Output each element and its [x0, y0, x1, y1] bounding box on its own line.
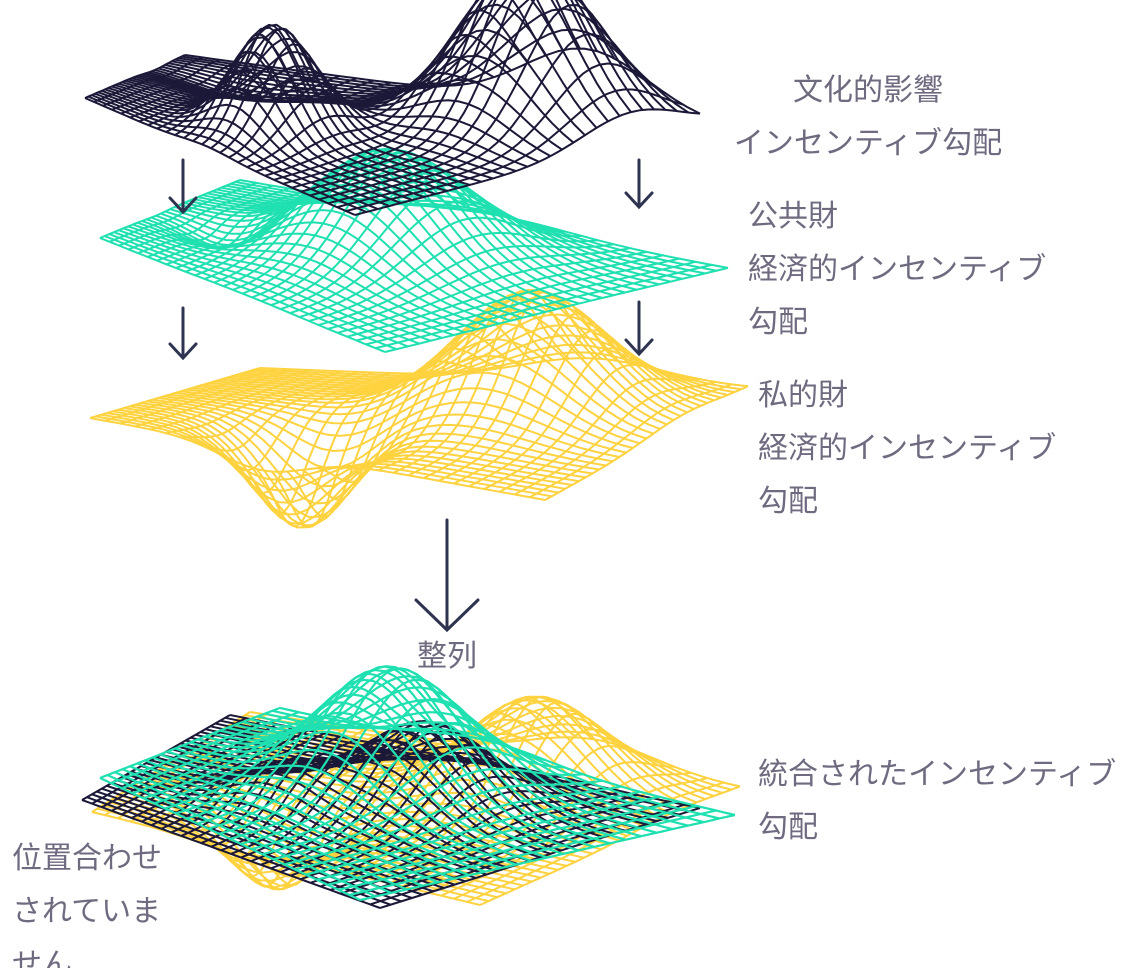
private-goods-gridline: [499, 377, 700, 493]
private-goods-gridline: [118, 408, 579, 525]
arrow-left-upper: [168, 158, 198, 215]
public-goods-gridline: [99, 237, 386, 353]
combined-private-gridline: [479, 785, 741, 906]
integrated-gradient-label: 統合されたインセンティブ 勾配: [758, 748, 1116, 854]
misaligned-label-line3: せん: [12, 947, 72, 968]
private-goods-label-line2: 経済的インセンティブ: [758, 431, 1057, 466]
integrated-label-line2: 勾配: [758, 810, 818, 845]
integrated-label-line1: 統合されたインセンティブ: [758, 757, 1117, 792]
cultural-gridline: [327, 33, 650, 205]
cultural-gridline: [345, 88, 684, 213]
combined-public-gridline: [338, 804, 698, 891]
cultural-gridline: [87, 95, 367, 213]
combined-public-gridline: [114, 771, 392, 894]
combined-cultural-gridline: [101, 787, 424, 896]
public-goods-label-line1: 公共財: [748, 199, 838, 234]
private-goods-gridline: [529, 383, 733, 499]
combined-public-gridline: [122, 768, 408, 891]
combined-public-gridline: [359, 813, 736, 902]
combined-cultural-gridline: [379, 807, 701, 909]
public-goods-gridline: [356, 257, 680, 342]
arrow-right-lower: [624, 300, 654, 357]
misaligned-label-line2: されていま: [12, 894, 162, 929]
combined-public-gridline: [99, 777, 361, 901]
cultural-label-line1: 文化的影響: [793, 73, 943, 108]
combined-public-gridline: [107, 774, 377, 898]
combined-cultural-gridline: [81, 799, 381, 909]
cultural-label-line2: インセンティブ勾配: [733, 126, 1003, 161]
public-goods-gridline: [104, 235, 397, 351]
cultural-gridline: [318, 4, 633, 201]
public-goods-gridline: [113, 231, 420, 345]
combined-public-gridline: [348, 809, 717, 896]
cultural-gridline: [97, 91, 402, 204]
arrow-left-lower: [168, 306, 198, 361]
private-goods-gridline: [106, 412, 566, 504]
cultural-gridline: [101, 87, 413, 201]
private-goods-gridline: [483, 363, 683, 490]
public-goods-gridline: [375, 263, 712, 350]
arrow-right-upper: [624, 158, 654, 210]
cultural-gridline: [84, 97, 356, 216]
private-goods-gridline: [544, 385, 749, 501]
alignment-label: 整列: [400, 630, 494, 683]
combined-cultural-gridline: [86, 796, 392, 906]
cultural-gridline: [94, 92, 390, 207]
combined-cultural-gridline: [96, 790, 413, 899]
public-goods-gridline: [346, 254, 664, 338]
private-goods-gridline: [89, 417, 546, 501]
public-goods-gridline: [289, 200, 566, 315]
cultural-gridline: [91, 94, 379, 210]
private-goods-gridline: [112, 410, 573, 516]
misaligned-label-line1: 位置合わせ: [12, 841, 162, 876]
alignment-label-text: 整列: [417, 639, 477, 674]
private-goods-gridline: [101, 413, 559, 494]
private-goods-mesh: [89, 288, 749, 529]
alignment-arrow: [414, 518, 480, 633]
cultural-influence-mesh: [84, 0, 701, 216]
combined-public-gridline: [327, 800, 679, 886]
cultural-gridline: [354, 108, 701, 216]
combined-meshes: [81, 665, 741, 909]
private-goods-label-line3: 勾配: [758, 484, 818, 519]
cultural-gradient-label: 文化的影響 インセンティブ勾配: [718, 64, 1018, 170]
public-goods-label-line3: 勾配: [748, 305, 808, 340]
public-goods-gridline: [384, 266, 729, 353]
public-goods-gridline: [365, 260, 696, 346]
private-goods-label-line1: 私的財: [758, 378, 848, 413]
public-goods-gridline: [118, 229, 432, 342]
private-goods-gridline: [135, 403, 600, 519]
private-goods-gridline: [514, 381, 716, 496]
cultural-gridline: [336, 62, 667, 209]
private-goods-gridline: [95, 415, 552, 498]
public-goods-gridline: [108, 233, 409, 348]
public-goods-label-line2: 経済的インセンティブ: [748, 252, 1047, 287]
combined-public-gridline: [129, 765, 423, 887]
public-goods-mesh: [99, 147, 729, 353]
private-goods-label: 私的財 経済的インセンティブ 勾配: [758, 369, 1056, 528]
misaligned-label: 位置合わせ されていま せん: [12, 832, 162, 968]
public-goods-gridline: [122, 227, 443, 339]
public-goods-label: 公共財 経済的インセンティブ 勾配: [748, 190, 1046, 349]
